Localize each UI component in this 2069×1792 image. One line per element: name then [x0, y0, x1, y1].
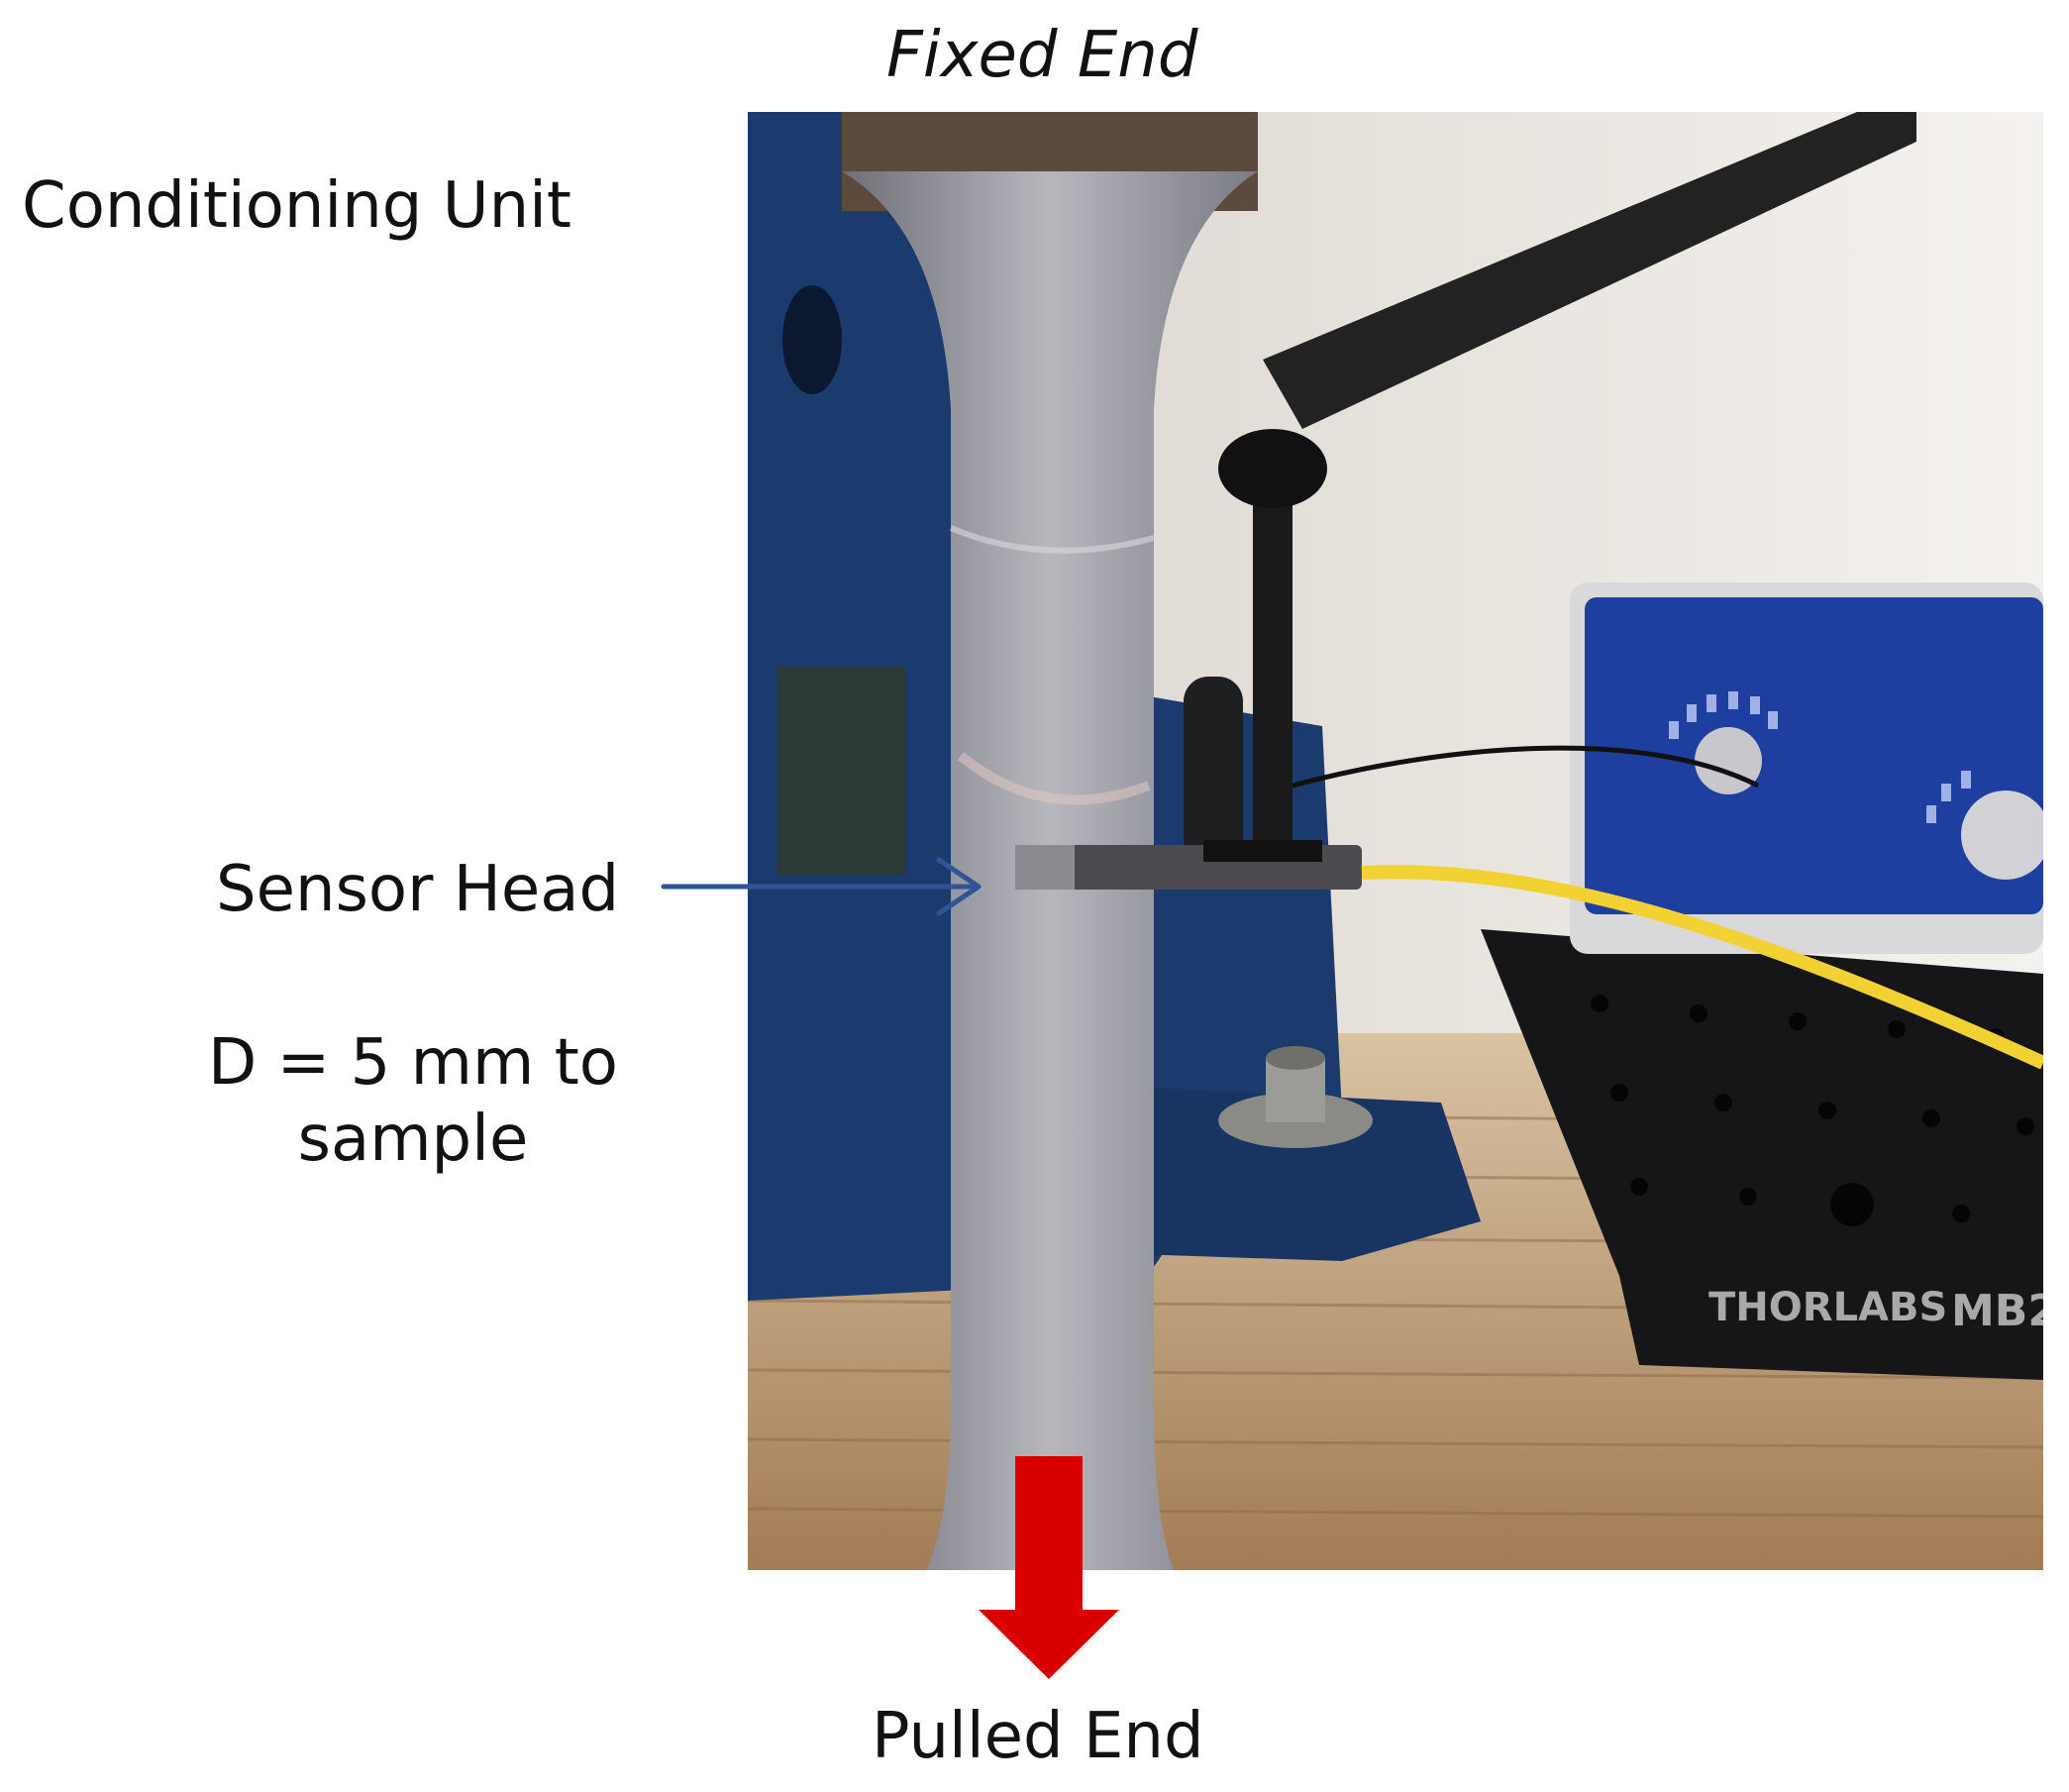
breadboard — [1481, 929, 2043, 1380]
yellow-fiber-cable — [1361, 865, 2043, 1070]
vise-plate — [777, 667, 906, 875]
distance-line-1: D = 5 mm to — [208, 1026, 618, 1100]
sensor-head-label: Sensor Head — [216, 853, 620, 926]
stand-arm — [1263, 112, 1916, 429]
conditioning-unit-label: Conditioning Unit — [22, 169, 571, 243]
experiment-photo: THORLABS MB2 — [748, 112, 2043, 1570]
distance-line-2: sample — [297, 1102, 529, 1176]
distance-label: D = 5 mm to sample — [208, 1025, 618, 1178]
pulled-end-label: Pulled End — [872, 1700, 1204, 1773]
fixed-end-label: Fixed End — [886, 19, 1198, 92]
breadboard-brand: THORLABS — [1708, 1285, 1947, 1330]
breadboard-model: MB2 — [1951, 1286, 2043, 1336]
knob-2 — [1961, 791, 2043, 880]
black-cable — [1292, 745, 1760, 789]
vise-hole — [782, 285, 842, 394]
stand-rod — [1253, 469, 1293, 885]
conditioning-unit-panel — [1585, 597, 2043, 914]
breadboard-holes — [1591, 995, 2034, 1226]
